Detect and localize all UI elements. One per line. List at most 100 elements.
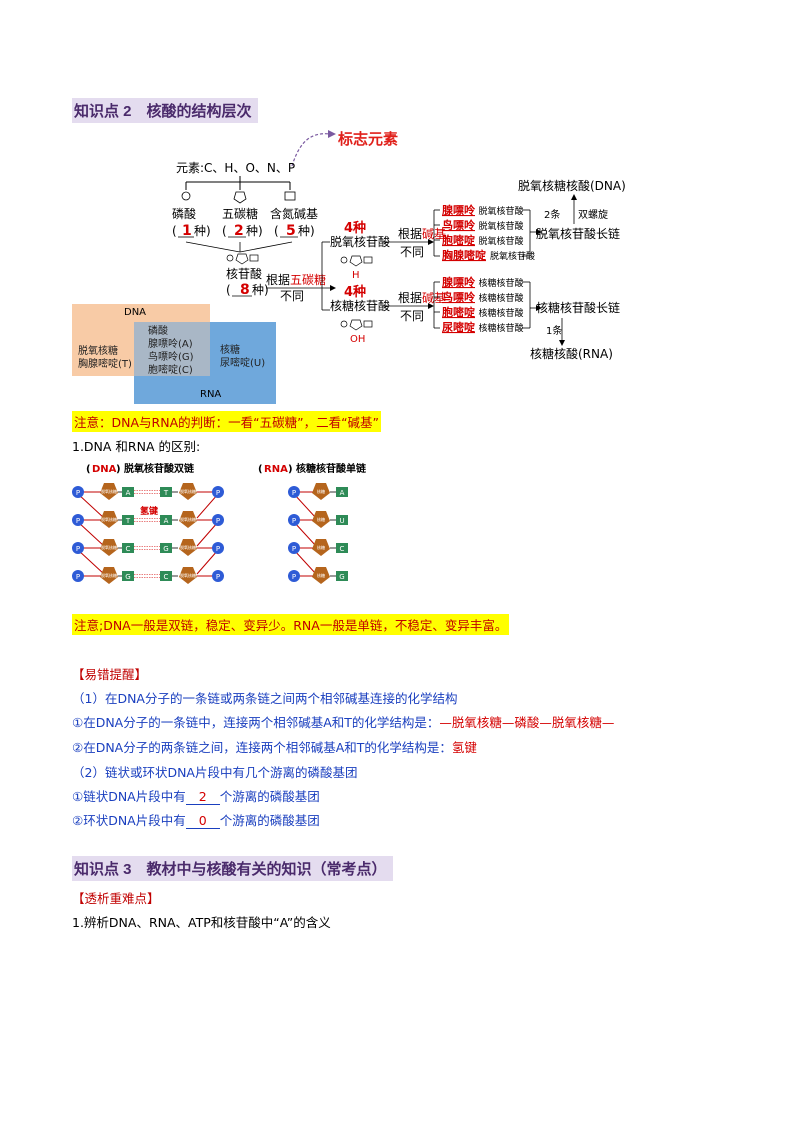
paren: 种) bbox=[194, 224, 211, 238]
deoxyribose-right-3 bbox=[179, 567, 197, 584]
deoxyribose-left-0 bbox=[100, 483, 118, 500]
paren: 种) bbox=[298, 224, 315, 238]
dna-base-3: 胸腺嘧啶 bbox=[442, 248, 486, 262]
base-right-0 bbox=[160, 487, 172, 497]
base-letter: C bbox=[340, 545, 345, 553]
tips-question-1: （1）在DNA分子的一条链或两条链之间两个相邻碱基连接的化学结构 bbox=[72, 691, 458, 706]
dna-suffix-3: 脱氧核苷酸 bbox=[490, 250, 535, 262]
double-helix-label: 双螺旋 bbox=[578, 208, 608, 221]
rna-suffix-2: 核糖核苷酸 bbox=[479, 307, 524, 319]
deoxyribose-right-1 bbox=[179, 511, 197, 528]
base-icon bbox=[284, 191, 296, 201]
phosphate-right-3 bbox=[212, 570, 224, 582]
phosphate-right-2 bbox=[212, 542, 224, 554]
rna-base-1: 鸟嘌呤 bbox=[442, 290, 476, 304]
rna-chain-label: 核糖核苷酸长链 bbox=[536, 300, 620, 315]
rna-base-0 bbox=[336, 487, 348, 497]
rna-base-3: 尿嘧啶 bbox=[442, 320, 475, 334]
p-label: P bbox=[292, 517, 296, 525]
by-label: 根据 bbox=[266, 273, 290, 287]
venn-rna-only: 核糖尿嘧啶(U) bbox=[220, 345, 266, 369]
paren: ) bbox=[288, 464, 293, 475]
deoxyribose-right-2 bbox=[179, 539, 197, 556]
phosphate-label: 磷酸 bbox=[172, 206, 196, 221]
deoxy-nucleotide-icon bbox=[349, 255, 363, 267]
dna-suffix-2: 脱氧核苷酸 bbox=[479, 235, 524, 247]
hbond-label: 氢键 bbox=[140, 505, 159, 517]
answer-prefix: ①链状DNA片段中有 bbox=[72, 789, 186, 804]
oh-label: OH bbox=[350, 334, 365, 345]
rna-phosphate-2 bbox=[288, 542, 300, 554]
base-letter: G bbox=[339, 573, 344, 581]
p-label: P bbox=[216, 573, 220, 581]
phosphate-count: 1 bbox=[182, 223, 192, 239]
rna-base-list: 腺嘌呤核糖核苷酸鸟嘌呤核糖核苷酸胞嘧啶核糖核苷酸尿嘧啶核糖核苷酸 bbox=[442, 275, 524, 334]
rna-base-1 bbox=[336, 515, 348, 525]
dna-suffix-1: 脱氧核苷酸 bbox=[479, 220, 524, 232]
base-right-1 bbox=[160, 515, 172, 525]
p-label: P bbox=[76, 489, 80, 497]
venn-overlap-box bbox=[134, 322, 210, 376]
phosphate-right-1 bbox=[212, 514, 224, 526]
nucleic-acid-hierarchy-diagram: 标志元素 元素:C、H、O、N、P 磷酸 五碳糖 含氮碱基 ( 1 种) ( 2… bbox=[172, 130, 626, 361]
base-left-0 bbox=[122, 487, 134, 497]
h-label: H bbox=[352, 270, 360, 281]
tips-header: 【易错提醒】 bbox=[72, 667, 148, 682]
phosphate-left-1 bbox=[72, 514, 84, 526]
rna-base-2 bbox=[336, 543, 348, 553]
base-letter: C bbox=[164, 573, 169, 581]
deoxy-nucleotide-label: 脱氧核苷酸 bbox=[330, 234, 390, 249]
sugar-label: 核糖 bbox=[317, 572, 325, 578]
sugar-label: 脱氧核糖 bbox=[101, 572, 117, 578]
dna-base-list: 腺嘌呤脱氧核苷酸鸟嘌呤脱氧核苷酸胞嘧啶脱氧核苷酸胸腺嘧啶脱氧核苷酸 bbox=[442, 203, 535, 262]
deoxyribose-left-2 bbox=[100, 539, 118, 556]
deoxyribose-left-1 bbox=[100, 511, 118, 528]
dna-base-0: 腺嘌呤 bbox=[442, 203, 476, 217]
phosphate-left-3 bbox=[72, 570, 84, 582]
ribose-3 bbox=[312, 567, 330, 584]
base-letter: C bbox=[126, 545, 131, 553]
answer-blank: 0 bbox=[185, 813, 220, 829]
key-point-1: 1.辨析DNA、RNA、ATP和核苷酸中“A”的含义 bbox=[72, 915, 331, 930]
paren: 种) bbox=[246, 224, 263, 238]
venn-common: 磷酸腺嘌呤(A) 鸟嘌呤(G)胞嘧啶(C) bbox=[148, 326, 194, 376]
section-title-3: 知识点 3 教材中与核酸有关的知识（常考点） bbox=[72, 856, 393, 881]
nucleotide-label: 核苷酸 bbox=[226, 266, 262, 281]
phosphate-left-0 bbox=[72, 486, 84, 498]
phosphate-left-2 bbox=[72, 542, 84, 554]
deoxyribose-left-3 bbox=[100, 567, 118, 584]
phosphate-icon bbox=[181, 191, 191, 201]
sugar-label: 脱氧核糖 bbox=[180, 516, 196, 522]
tips-answer-1: ①在DNA分子的一条链中，连接两个相邻碱基A和T的化学结构是：—脱氧核糖—磷酸—… bbox=[72, 712, 614, 731]
sugar-label: 脱氧核糖 bbox=[180, 544, 196, 550]
base-left-1 bbox=[122, 515, 134, 525]
sugar-label: 核糖 bbox=[317, 488, 325, 494]
dna-chain-title: 脱氧核苷酸双链 bbox=[124, 462, 195, 475]
answer-value: —脱氧核糖—磷酸—脱氧核糖— bbox=[439, 715, 615, 730]
paren: ( bbox=[226, 283, 231, 297]
rna-suffix-0: 核糖核苷酸 bbox=[479, 277, 524, 289]
base-letter: U bbox=[339, 517, 344, 525]
sugar-label: 脱氧核糖 bbox=[101, 516, 117, 522]
dna-rna-difference-title: 1.DNA 和RNA 的区别: bbox=[72, 439, 201, 454]
rna-chain-title: 核糖核苷酸单链 bbox=[296, 462, 367, 475]
base-letter: A bbox=[340, 489, 345, 497]
one-strand-label: 1条 bbox=[546, 324, 562, 337]
by-label: 根据 bbox=[398, 291, 422, 305]
p-label: P bbox=[216, 489, 220, 497]
p-label: P bbox=[76, 517, 80, 525]
answer-prefix: ②在DNA分子的两条链之间，连接两个相邻碱基A和T的化学结构是： bbox=[72, 740, 452, 755]
venn-rna-label: RNA bbox=[200, 389, 222, 400]
paren: ( bbox=[172, 224, 177, 238]
paren: ( bbox=[222, 224, 227, 238]
base-left-2 bbox=[122, 543, 134, 553]
dna-chain-key: DNA bbox=[92, 464, 117, 475]
base-right-3 bbox=[160, 571, 172, 581]
dna-base-2: 胞嘧啶 bbox=[442, 233, 475, 247]
by-label: 根据 bbox=[398, 227, 422, 241]
marker-elements-label: 标志元素 bbox=[337, 130, 398, 148]
